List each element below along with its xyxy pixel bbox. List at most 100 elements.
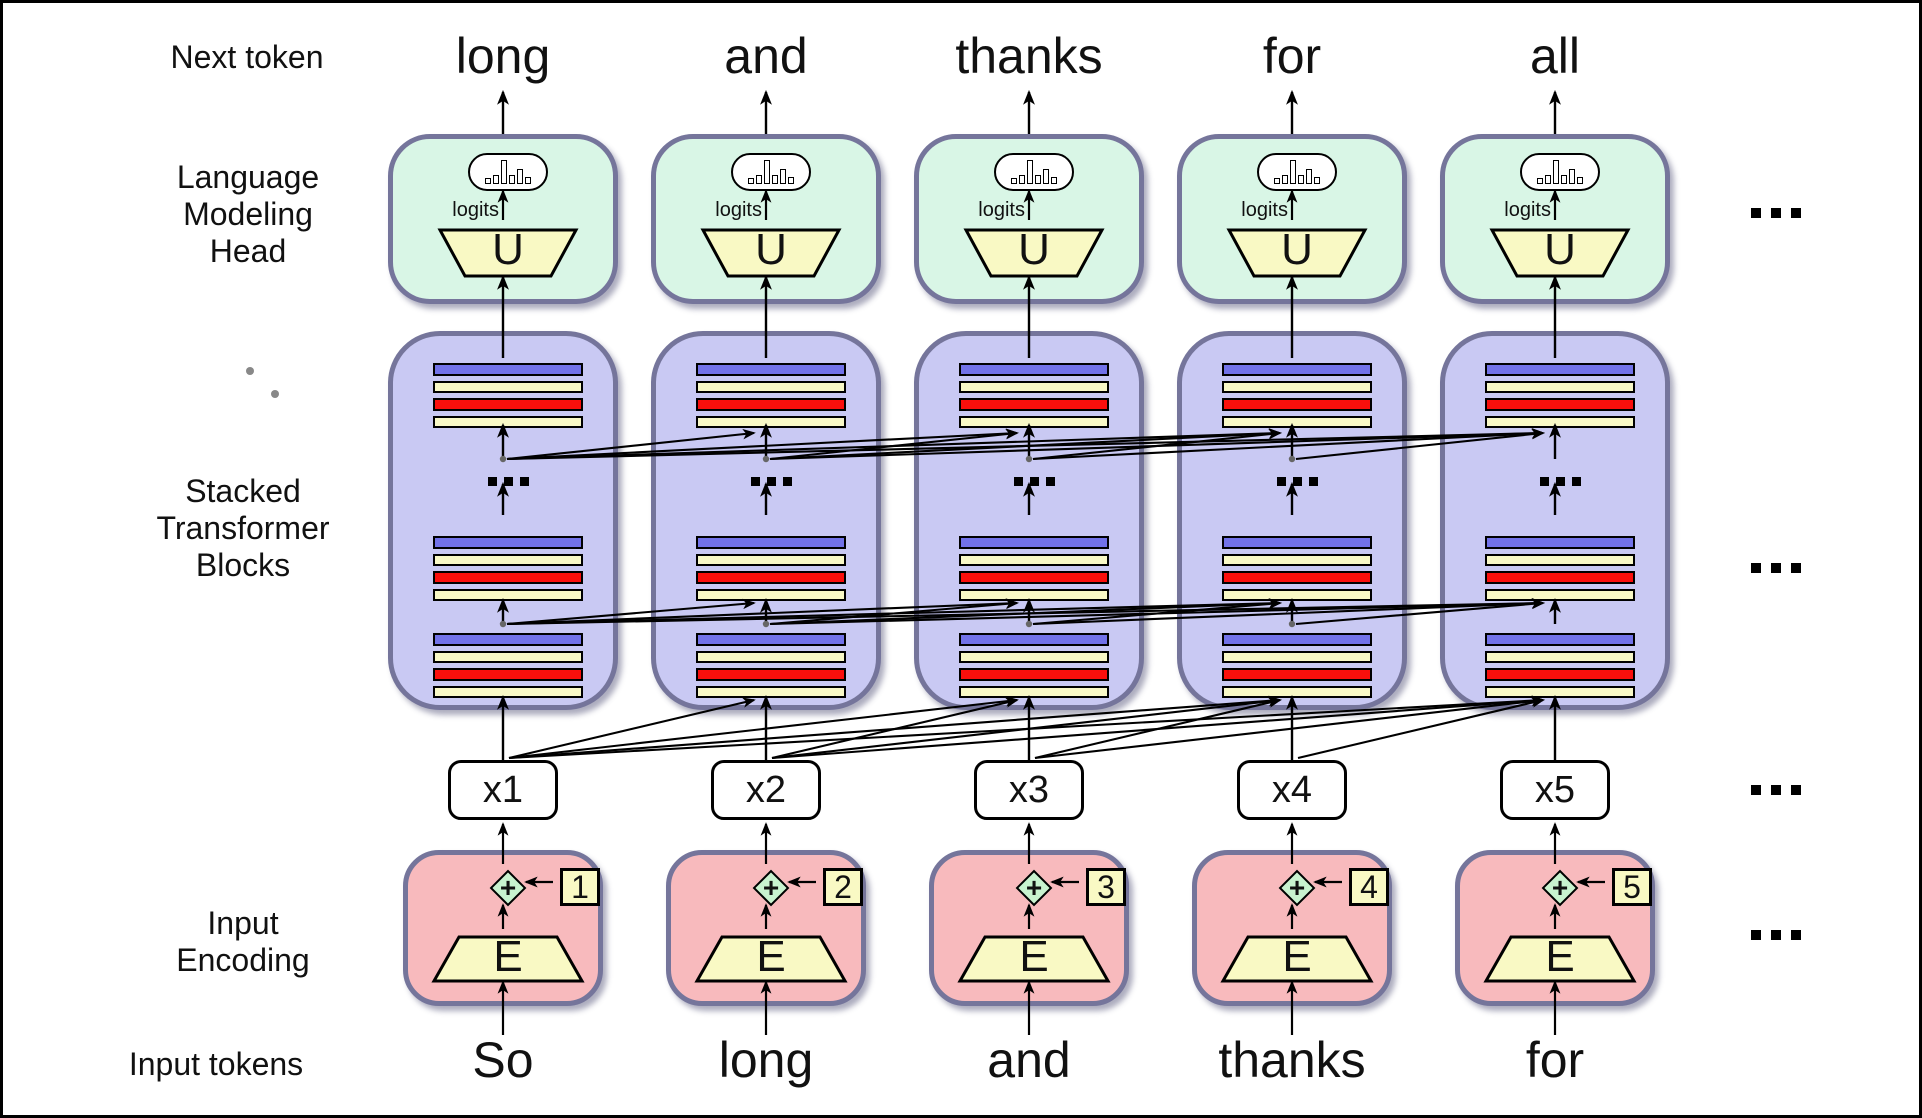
position-number: 4	[1349, 868, 1389, 906]
lm-head-box: logits U	[388, 134, 618, 304]
histogram-bar	[1561, 175, 1567, 184]
input-encoding-box: + 1 E	[403, 850, 603, 1006]
histogram-bar	[1011, 178, 1017, 184]
embedding-letter: E	[493, 932, 523, 981]
embedding-letter: E	[1019, 932, 1049, 981]
layer-bar	[433, 363, 583, 376]
attention-line-upper	[769, 428, 1545, 461]
histogram-bar	[517, 169, 523, 184]
layer-bar	[433, 588, 583, 602]
position-number: 1	[560, 868, 600, 906]
input-token: and	[987, 1032, 1071, 1088]
stacked-transformer-label-line: Blocks	[195, 547, 291, 583]
lm-head-label-line: Language	[176, 159, 320, 195]
layer-bar	[696, 553, 846, 567]
unembedding-trapezoid	[963, 228, 1105, 278]
stacked-transformer-label-line: Stacked	[185, 473, 301, 509]
stack-ellipsis	[656, 477, 886, 486]
embedding-trapezoid	[1483, 935, 1637, 983]
layer-bar	[433, 571, 583, 584]
histogram-bar	[485, 178, 491, 184]
histogram-bar	[1298, 175, 1304, 184]
layer-bar	[1485, 588, 1635, 602]
layer-bar	[1222, 553, 1372, 567]
layer-bar	[1222, 650, 1372, 664]
embedding-trapezoid	[431, 935, 585, 983]
unembedding-trapezoid	[437, 228, 579, 278]
unembedding-letter: U	[1018, 225, 1050, 274]
embedding-trapezoid	[957, 935, 1111, 983]
layer-bar	[696, 415, 846, 429]
stack-ellipsis	[393, 477, 623, 486]
input-token: for	[1525, 1032, 1585, 1088]
layer-bar	[1485, 571, 1635, 584]
layer-bar	[433, 536, 583, 549]
layer-bar	[433, 650, 583, 664]
histogram-bar	[788, 177, 794, 184]
histogram-bar	[1537, 178, 1543, 184]
layer-bar	[959, 571, 1109, 584]
position-number: 5	[1612, 868, 1652, 906]
layer-bar	[1222, 633, 1372, 646]
unembedding-trapezoid	[1226, 228, 1368, 278]
logits-label: logits	[1504, 199, 1551, 221]
stack-ellipsis	[1182, 477, 1412, 486]
continuation-ellipsis	[1751, 208, 1801, 218]
histogram-bar	[525, 177, 531, 184]
input-tokens-label: Input tokens	[128, 1046, 304, 1082]
input-encoding-label: Input Encoding	[93, 905, 393, 979]
next-token-output: long	[455, 28, 551, 84]
input-encoding-box: + 5 E	[1455, 850, 1655, 1006]
layer-bar	[959, 363, 1109, 376]
embedding-letter: E	[756, 932, 786, 981]
lm-head-box: logits U	[914, 134, 1144, 304]
layer-bar	[1485, 685, 1635, 699]
layer-bar	[959, 650, 1109, 664]
input-encoding-box: + 3 E	[929, 850, 1129, 1006]
layer-bar	[1485, 650, 1635, 664]
position-number: 3	[1086, 868, 1126, 906]
layer-bar	[696, 380, 846, 394]
probability-histogram-icon	[1257, 153, 1337, 191]
layer-bar	[696, 685, 846, 699]
transformer-blocks-box	[914, 331, 1144, 710]
attention-line-lower	[508, 695, 1282, 760]
layer-bar	[959, 398, 1109, 411]
stack-ellipsis	[1445, 477, 1675, 486]
input-vector-box: x2	[711, 760, 821, 820]
plus-sign: +	[499, 872, 517, 903]
input-vector-box: x3	[974, 760, 1084, 820]
transformer-blocks-box	[1440, 331, 1670, 710]
histogram-bar	[764, 160, 770, 184]
column-4: for logits U x4 + 4 E thanks	[1177, 3, 1407, 1115]
layer-bar	[1222, 668, 1372, 681]
column-5: all logits U x5 + 5 E for	[1440, 3, 1670, 1115]
plus-sign: +	[1288, 872, 1306, 903]
stacked-transformer-label: Stacked Transformer Blocks	[83, 473, 403, 584]
histogram-bar	[1306, 169, 1312, 184]
layer-bar	[959, 685, 1109, 699]
stack-ellipsis	[919, 477, 1149, 486]
logits-label: logits	[452, 199, 499, 221]
lm-head-box: logits U	[1440, 134, 1670, 304]
histogram-bar	[493, 175, 499, 184]
next-token-label: Next token	[170, 39, 324, 75]
input-encoding-box: + 2 E	[666, 850, 866, 1006]
plus-sign: +	[762, 872, 780, 903]
layer-bar	[1485, 536, 1635, 549]
next-token-output: and	[724, 28, 808, 84]
plus-sign: +	[1025, 872, 1043, 903]
layer-bar	[1222, 536, 1372, 549]
input-encoding-label-line: Encoding	[176, 942, 310, 978]
histogram-bar	[1569, 169, 1575, 184]
column-2: and logits U x2 + 2 E long	[651, 3, 881, 1115]
attention-line-lower	[771, 695, 1545, 760]
layer-bar	[696, 668, 846, 681]
histogram-bar	[1282, 175, 1288, 184]
continuation-ellipsis	[1751, 930, 1801, 940]
layer-bar	[433, 398, 583, 411]
layer-bar	[433, 415, 583, 429]
probability-histogram-icon	[468, 153, 548, 191]
layer-bar	[696, 650, 846, 664]
unembedding-trapezoid	[700, 228, 842, 278]
